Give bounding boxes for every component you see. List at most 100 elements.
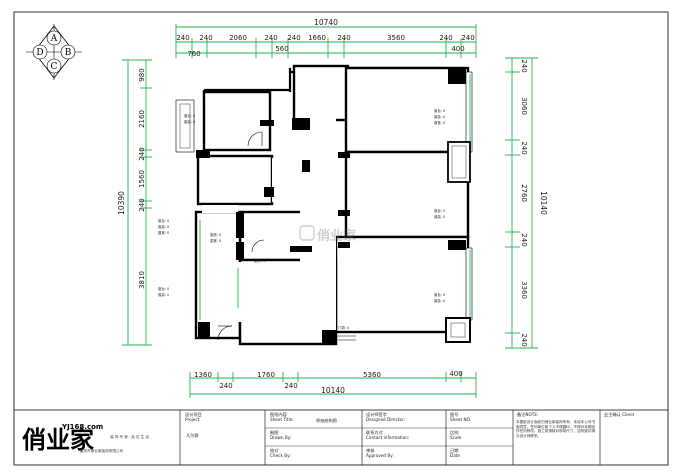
dim-top-9: 240 <box>439 34 452 42</box>
svg-text:窗台: 0: 窗台: 0 <box>158 286 169 291</box>
left-dimensions: 10390 980 2160 240 1560 240 3810 <box>117 59 152 346</box>
note-text: 本图纸设计版权归俏业家装饰所有，未经本公司书面同意，任何单位和个人不得翻印，不得… <box>516 420 596 438</box>
compass-label-c: C <box>51 62 58 72</box>
center-watermark: 俏业家 <box>299 225 357 244</box>
dim-left-3: 240 <box>138 147 146 160</box>
dim-left-5: 240 <box>138 198 146 211</box>
bay-window-right-middle <box>447 141 471 183</box>
svg-text:窗高: 0: 窗高: 0 <box>434 298 445 303</box>
door-arc-top-left <box>247 131 263 147</box>
value-project: 凡尔赛 <box>186 432 199 439</box>
dim-bottom-3: 1760 <box>257 371 275 379</box>
compass-label-a: A <box>50 34 58 44</box>
room-top-middle <box>292 64 350 122</box>
dim-top-2: 240 <box>199 34 212 42</box>
brand-logo: 俏业家 <box>22 426 94 454</box>
dim-right-6: 3360 <box>520 281 528 299</box>
dim-left-6: 3810 <box>138 271 146 289</box>
dim-left-4: 1560 <box>138 170 146 188</box>
bay-window-right-bottom <box>445 247 473 343</box>
dim-left-1: 980 <box>138 68 146 81</box>
svg-text:门洞: 0: 门洞: 0 <box>338 325 349 330</box>
dim-bottom-5: 5360 <box>363 371 381 379</box>
dim-bottom-1: 1360 <box>194 371 212 379</box>
dim-top-sub-2: 560 <box>275 45 288 53</box>
dim-right-1: 240 <box>520 59 528 72</box>
svg-text:窗台: 0: 窗台: 0 <box>434 108 445 113</box>
watermark-text: 俏业家 <box>317 228 357 244</box>
sheet-frame <box>13 11 669 466</box>
right-dimensions: 240 3060 240 2760 240 3360 240 10140 <box>505 57 548 349</box>
svg-text:窗台: 0: 窗台: 0 <box>184 113 195 118</box>
dim-top-1: 240 <box>176 34 189 42</box>
dim-top-8: 3560 <box>387 34 405 42</box>
title-block: 俏业家 YJ168.com 装 饰 专 家 · 品 位 生 活 重庆市俏业家装饰… <box>14 409 668 465</box>
dim-right-5: 240 <box>520 233 528 246</box>
door-arc-kitchen <box>251 239 265 253</box>
bottom-dimensions: 1360 240 1760 240 5360 400 10140 <box>189 370 477 398</box>
brand-url: YJ168.com <box>61 423 103 431</box>
svg-text:窗台: 0: 窗台: 0 <box>434 292 445 297</box>
dim-top-5: 240 <box>287 34 300 42</box>
dim-top-4: 240 <box>264 34 277 42</box>
dim-top-sub-3: 400 <box>451 45 464 53</box>
compass-rose: A D B C <box>26 24 82 80</box>
svg-text:梁宽: 0: 梁宽: 0 <box>210 238 221 243</box>
svg-text:窗台: 0: 窗台: 0 <box>434 208 445 213</box>
dim-right-4: 2760 <box>520 184 528 202</box>
dim-right-total: 10140 <box>539 191 548 215</box>
room-left-middle <box>196 154 274 206</box>
dim-bottom-2: 240 <box>219 382 232 390</box>
dim-top-7: 240 <box>337 34 350 42</box>
dim-top-10: 240 <box>461 34 474 42</box>
dim-right-3: 240 <box>520 141 528 154</box>
annotations: 窗台: 0 窗高: 0 窗宽: 0 窗台: 0 窗高: 0 窗台: 0 窗高: … <box>158 108 445 330</box>
company-name: 重庆市俏业家装饰有限公司 <box>80 448 124 453</box>
floor-plan: 窗台: 0 窗高: 0 窗宽: 0 窗台: 0 窗高: 0 窗台: 0 窗高: … <box>158 64 473 346</box>
dim-top-6: 1660 <box>308 34 326 42</box>
dim-left-total: 10390 <box>117 191 126 215</box>
svg-text:窗宽: 0: 窗宽: 0 <box>434 120 445 125</box>
svg-text:窗宽: 0: 窗宽: 0 <box>158 230 169 235</box>
svg-text:梁底: 0: 梁底: 0 <box>210 232 221 237</box>
top-dimensions: 10740 240 240 2060 240 240 1660 240 3560… <box>175 18 477 58</box>
room-living <box>334 235 470 334</box>
dim-top-3: 2060 <box>229 34 247 42</box>
dim-right-2: 3060 <box>520 97 528 115</box>
label-note: 备注NOTE: <box>517 411 538 418</box>
dim-top-total: 10740 <box>314 18 338 27</box>
compass-label-b: B <box>65 48 72 58</box>
svg-text:窗台: 0: 窗台: 0 <box>158 218 169 223</box>
dim-bottom-total: 10140 <box>321 386 345 395</box>
svg-text:窗高: 0: 窗高: 0 <box>184 119 195 124</box>
dim-right-7: 240 <box>520 333 528 346</box>
door-arc-bottom <box>217 325 233 341</box>
compass-label-d: D <box>36 48 43 58</box>
svg-text:窗高: 0: 窗高: 0 <box>158 224 169 229</box>
brand-slogan: 装 饰 专 家 · 品 位 生 活 <box>110 434 149 439</box>
svg-text:梁底: 0: 梁底: 0 <box>254 258 265 263</box>
dim-bottom-6: 400 <box>449 370 462 378</box>
svg-text:窗高: 0: 窗高: 0 <box>434 214 445 219</box>
svg-text:窗高: 0: 窗高: 0 <box>434 114 445 119</box>
value-sheet-title: 原始结构图 <box>316 417 337 424</box>
label-client: 业主确认 Client <box>604 411 635 418</box>
dim-top-sub-1: 760 <box>187 50 200 58</box>
svg-text:窗高: 0: 窗高: 0 <box>158 292 169 297</box>
dim-left-2: 2160 <box>138 110 146 128</box>
balcony-left <box>175 99 195 153</box>
dim-bottom-4: 240 <box>284 382 297 390</box>
room-dining <box>194 210 242 340</box>
bay-window-right-top <box>465 71 473 153</box>
